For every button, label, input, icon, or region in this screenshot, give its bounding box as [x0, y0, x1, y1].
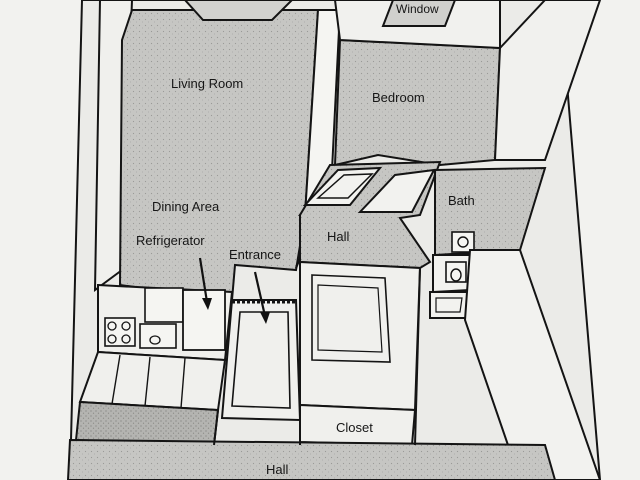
entrance-arrow-head — [260, 312, 270, 324]
closet-door-inner — [317, 284, 383, 353]
closet-door-frame — [311, 274, 391, 363]
hall-closet-block — [302, 166, 383, 206]
bathtub-inner — [435, 297, 463, 313]
kitchen-floor-band — [74, 400, 220, 447]
refrigerator-arrow-head — [202, 298, 212, 310]
label-refrigerator: Refrigerator — [136, 233, 205, 248]
hall-closet-inner — [316, 173, 374, 199]
toilet — [445, 261, 467, 283]
sink-drain-icon — [149, 335, 161, 345]
right-lower-wall — [463, 249, 602, 480]
lower-cabinets — [78, 350, 227, 412]
window-over-sink — [144, 287, 184, 323]
bedroom-window — [381, 0, 457, 27]
entrance-arrow — [253, 271, 267, 317]
refrigerator-arrow — [198, 257, 209, 303]
living-room-window — [183, 0, 294, 21]
hall-pointer-arrow — [294, 257, 302, 269]
label-bath: Bath — [448, 193, 475, 208]
burner-icon — [107, 334, 117, 344]
kitchen-sink — [139, 323, 177, 349]
label-bedroom: Bedroom — [372, 90, 425, 105]
hall-lower-floor — [66, 438, 557, 480]
living-room-floor — [118, 9, 320, 302]
label-hall-lower: Hall — [266, 462, 289, 477]
label-closet: Closet — [336, 420, 373, 435]
burner-icon — [121, 321, 131, 331]
bath-sink — [451, 231, 475, 253]
bedroom-right-wall — [493, 0, 602, 161]
burner-icon — [107, 321, 117, 331]
label-hall-upper: Hall — [327, 229, 350, 244]
entrance-corridor-inner — [231, 311, 291, 409]
burner-icon — [121, 334, 131, 344]
label-dining-area: Dining Area — [152, 199, 220, 214]
label-window: Window — [396, 2, 439, 16]
label-entrance: Entrance — [229, 247, 282, 262]
toilet-bowl-icon — [450, 268, 462, 282]
label-living-room: Living Room — [171, 76, 244, 91]
sink-basin-icon — [457, 236, 469, 248]
